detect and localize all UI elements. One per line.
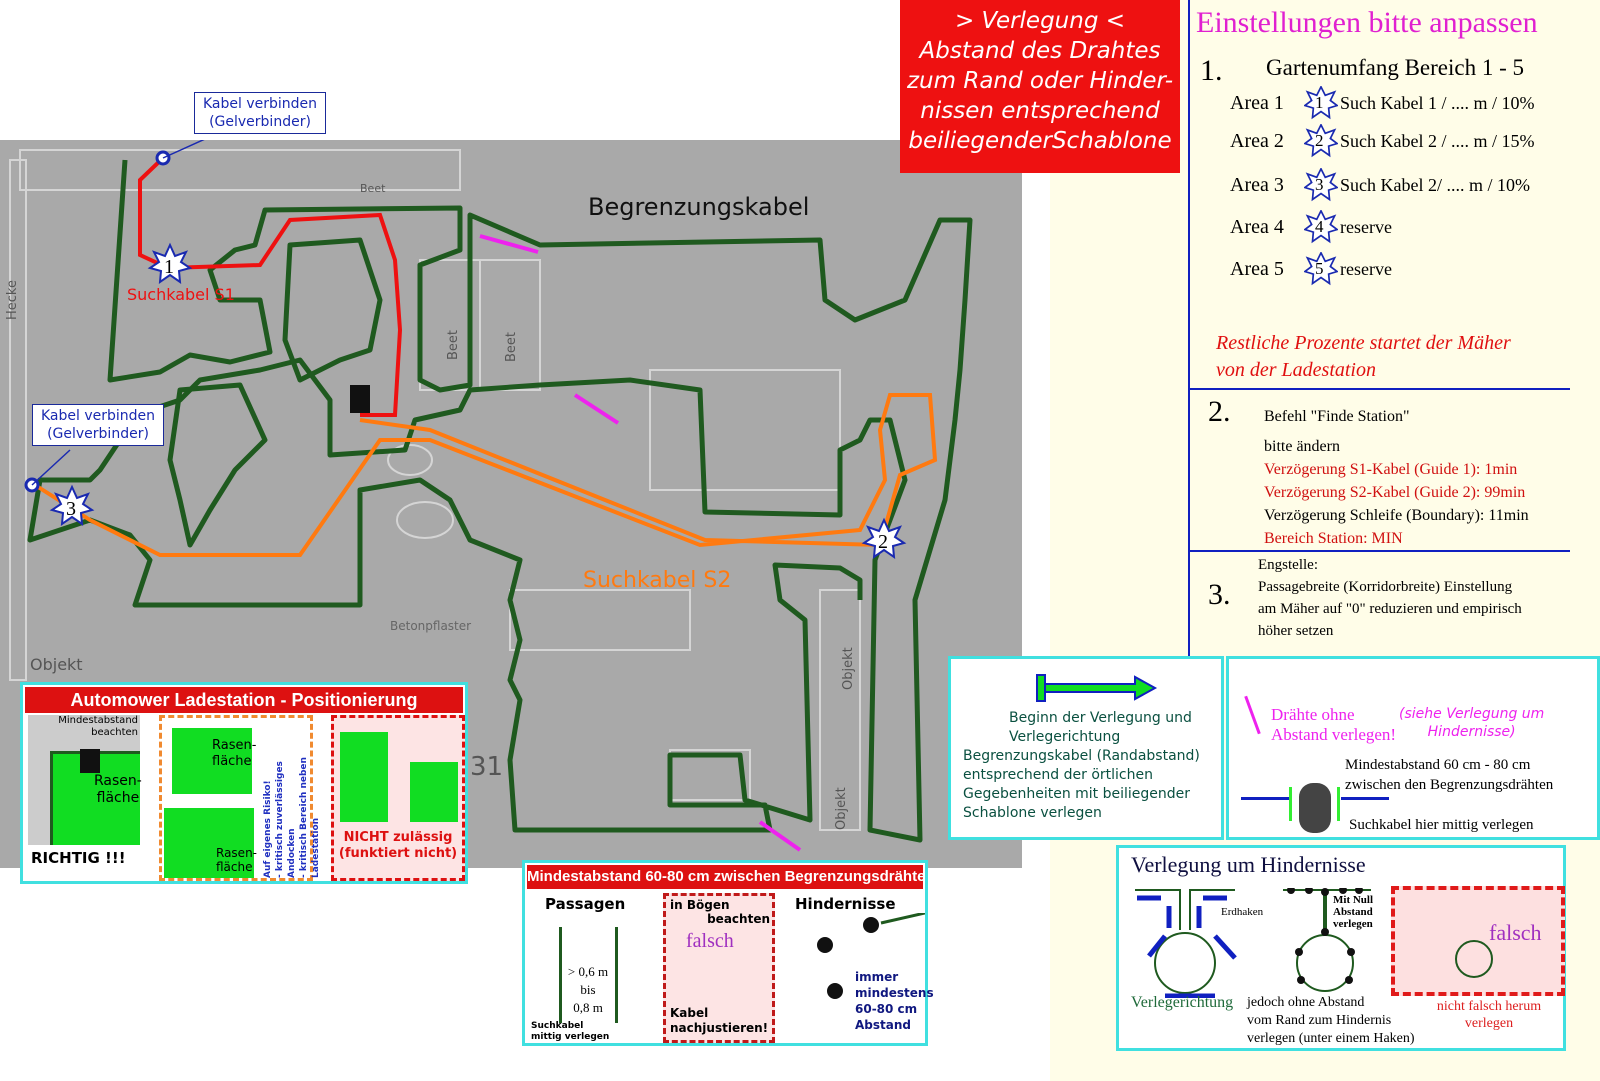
not-allowed-diagram: NICHT zulässig(funktiert nicht): [331, 715, 465, 881]
hindernisse-label: Hindernisse: [795, 895, 896, 913]
area-label: Area 2: [1230, 129, 1284, 152]
guide-wire-s1: [138, 156, 403, 417]
area-text: reserve: [1340, 258, 1392, 279]
star-label: 1: [164, 256, 174, 278]
map-text-beet: Beet: [504, 332, 519, 362]
area-text: reserve: [1340, 216, 1392, 237]
section-heading: Gartenumfang Bereich 1 - 5: [1266, 55, 1525, 80]
map-text-beet: Beet: [446, 330, 461, 360]
ladestation-panel: Automower Ladestation - Positionierung M…: [20, 682, 468, 884]
boundary-label: Begrenzungskabel: [588, 193, 809, 221]
mower-icon: [1299, 783, 1331, 833]
section-number: 2.: [1208, 395, 1231, 428]
passagen-label: Passagen: [545, 895, 626, 913]
settings-title: Einstellungen bitte anpassen: [1196, 6, 1538, 39]
start-arrow-icon: [1036, 674, 1158, 702]
area-text: Such Kabel 1 / .... m / 10%: [1340, 92, 1535, 113]
star-label: 2: [878, 531, 888, 553]
map-text-hecke: Hecke: [5, 280, 20, 320]
map-text-beton: Betonpflaster: [390, 619, 471, 633]
area-star-icon: 4: [1302, 208, 1340, 244]
area-row: Area 4 4 reserve: [1230, 208, 1392, 244]
min-distance-title: Mindestabstand 60-80 cm zwischen Begrenz…: [527, 865, 923, 889]
map-text-objekt: Objekt: [30, 655, 83, 674]
min-distance-panel: Mindestabstand 60-80 cm zwischen Begrenz…: [522, 860, 934, 1046]
star-label: 3: [66, 498, 76, 520]
obstacles-panel: Verlegung um Hindernisse Verlegerichtung…: [1116, 845, 1566, 1051]
section-number: 1.: [1200, 54, 1223, 87]
obstacle-icon: [813, 913, 925, 1003]
risk-diagram: Rasen-fläche Rasen-fläche Auf eigenes Ri…: [159, 715, 321, 881]
map-text-31: 31: [470, 752, 503, 782]
area-row: Area 2 2 Such Kabel 2 / .... m / 15%: [1230, 122, 1535, 158]
wrong-obstacle-diagram: falsch: [1391, 886, 1565, 996]
s2-label: Suchkabel S2: [583, 568, 731, 593]
area-text: Such Kabel 2 / .... m / 15%: [1340, 130, 1535, 151]
area-star-icon: 5: [1302, 250, 1340, 286]
s1-label: Suchkabel S1: [127, 285, 235, 304]
guide-wire-s2: [33, 393, 938, 557]
area-label: Area 3: [1230, 173, 1284, 196]
hook-diagram-icon: [1283, 888, 1371, 992]
star-3-icon: [49, 484, 95, 527]
area-row: Area 1 1 Such Kabel 1 / .... m / 10%: [1230, 84, 1535, 120]
obstacles-title: Verlegung um Hindernisse: [1131, 852, 1366, 877]
area-star-icon: 1: [1302, 84, 1340, 120]
area-star-icon: 3: [1302, 166, 1340, 202]
boundary-wire: [27, 159, 973, 843]
correct-obstacle-icon: [1135, 889, 1237, 998]
pink-arrows: [479, 234, 802, 852]
area-label: Area 4: [1230, 215, 1284, 238]
map-drawing: Hecke Beet Beet Beet Objekt Objekt Objek…: [5, 140, 973, 852]
area-label: Area 5: [1230, 257, 1284, 280]
area-stars: [49, 242, 907, 560]
area-row: Area 5 5 reserve: [1230, 250, 1392, 286]
callout-connect-1: Kabel verbinden(Gelverbinder): [194, 92, 326, 134]
map-text-objekt: Objekt: [841, 647, 856, 690]
correct-label: RICHTIG !!!: [31, 849, 126, 867]
map-text-beet: Beet: [360, 182, 386, 195]
star-1-icon: [147, 242, 193, 285]
callout-connect-2: Kabel verbinden(Gelverbinder): [32, 404, 164, 446]
star-2-icon: [861, 517, 907, 560]
area-text: Such Kabel 2/ .... m / 10%: [1340, 174, 1530, 195]
map-text-objekt: Objekt: [834, 787, 849, 830]
area-star-icon: 2: [1302, 122, 1340, 158]
section-number: 3.: [1208, 578, 1231, 611]
section-3: Engstelle:Passagebreite (Korridorbreite)…: [1258, 557, 1522, 639]
settings-panel: Einstellungen bitte anpassen 1. Gartenum…: [1188, 0, 1570, 658]
area-label: Area 1: [1230, 91, 1284, 114]
charging-station: [350, 385, 370, 413]
area-row: Area 3 3 Such Kabel 2/ .... m / 10%: [1230, 166, 1530, 202]
section-2: Befehl "Finde Station"bitte ändern: [1264, 408, 1410, 455]
ladestation-title: Automower Ladestation - Positionierung: [25, 687, 463, 713]
